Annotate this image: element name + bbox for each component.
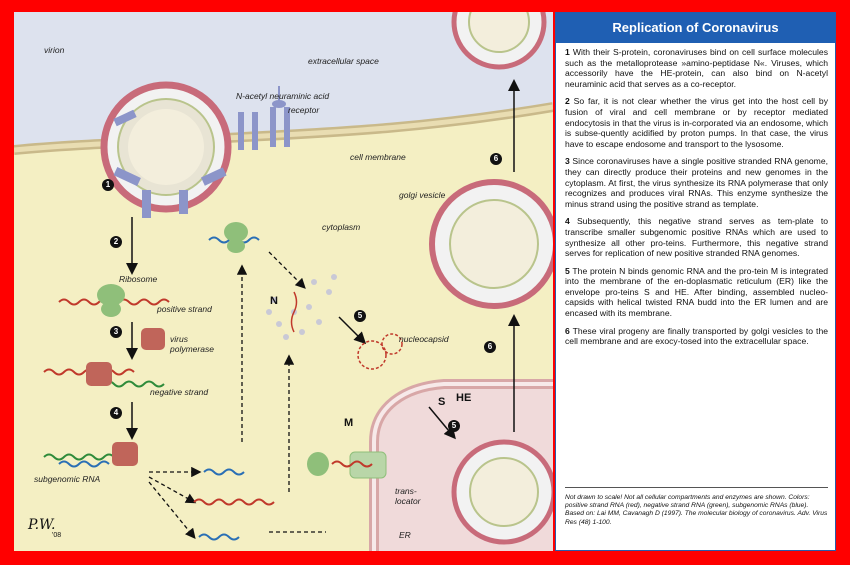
virion-top-left <box>100 81 232 218</box>
positive-strand-label: positive strand <box>157 304 212 314</box>
replication-diagram: virion extracellular space N-acetyl neur… <box>14 12 553 551</box>
diagram-artwork <box>14 12 553 551</box>
virion-label: virion <box>44 45 65 55</box>
negative-strand-label: negative strand <box>150 387 209 397</box>
receptor-group <box>238 86 290 150</box>
paragraph-1: 1 With their S-protein, coronaviruses bi… <box>565 47 828 89</box>
arrow-step-5-bud <box>428 406 456 440</box>
paragraph-text: Subsequently, this negative strand serve… <box>565 216 829 259</box>
signature-year: '08 <box>52 532 62 539</box>
step-marker-1: 1 <box>102 179 114 191</box>
cell-membrane-label: cell membrane <box>350 152 406 162</box>
paragraph-number: 3 <box>565 156 570 167</box>
paragraph-text: So far, it is not clear whether the viru… <box>565 96 828 149</box>
n-protein-label: N <box>270 295 278 307</box>
step-marker-6b: 6 <box>484 341 496 353</box>
artist-signature: P.W. <box>28 517 56 533</box>
panel-title: Replication of Coronavirus <box>556 13 835 43</box>
n-acetyl-label: N-acetyl neuraminic acid <box>236 91 330 101</box>
paragraph-6: 6 These viral progeny are finally transp… <box>565 326 828 347</box>
paragraph-number: 6 <box>565 325 570 336</box>
virion-budding <box>451 439 553 545</box>
paragraph-text: These viral progeny are finally transpor… <box>565 325 828 347</box>
paragraph-2: 2 So far, it is not clear whether the vi… <box>565 96 828 149</box>
paragraph-number: 5 <box>565 265 570 276</box>
explanation-panel: Replication of Coronavirus 1 With their … <box>555 12 836 551</box>
extracellular-space-label: extracellular space <box>308 56 379 66</box>
virus-polymerase-label: virus polymerase <box>170 334 214 354</box>
paragraph-text: Since coronaviruses have a single positi… <box>565 156 828 209</box>
footnote-reference: Based on: Lai MM, Cavanagh D (1997). The… <box>565 510 828 526</box>
subgenomic-rna-label: subgenomic RNA <box>34 474 101 484</box>
paragraph-number: 4 <box>565 216 570 227</box>
footnote-disclaimer: Not drawn to scale! Not all cellular com… <box>565 494 810 510</box>
step-marker-5b: 5 <box>448 420 460 432</box>
er-label: ER <box>399 530 411 540</box>
paragraph-text: With their S-protein, coronaviruses bind… <box>565 47 828 89</box>
m-protein-label: M <box>344 417 354 429</box>
ribosome-label: Ribosome <box>119 274 158 284</box>
step-marker-5a: 5 <box>354 310 366 322</box>
arrow-step-5 <box>338 316 367 345</box>
paragraph-number: 1 <box>565 47 570 57</box>
virion-exocytosed <box>451 12 547 70</box>
step-marker-4: 4 <box>110 407 122 419</box>
nucleocapsid-label: nucleocapsid <box>399 334 449 344</box>
receptor-label: receptor <box>288 105 320 115</box>
he-protein-label: HE <box>456 392 472 404</box>
paragraph-text: The protein N binds genomic RNA and the … <box>565 265 829 319</box>
paragraph-4: 4 Subsequently, this negative strand ser… <box>565 216 828 258</box>
step-marker-6a: 6 <box>490 153 502 165</box>
paragraph-3: 3 Since coronaviruses have a single posi… <box>565 156 828 209</box>
virion-golgi <box>429 179 553 309</box>
step-marker-3: 3 <box>110 326 122 338</box>
s-protein-label: S <box>438 396 446 408</box>
translocator-label: trans- locator <box>395 486 421 506</box>
golgi-vesicle-label: golgi vesicle <box>399 190 446 200</box>
step-marker-2: 2 <box>110 236 122 248</box>
footnotes: Not drawn to scale! Not all cellular com… <box>565 487 828 527</box>
paragraph-number: 2 <box>565 96 570 107</box>
paragraph-5: 5 The protein N binds genomic RNA and th… <box>565 266 828 319</box>
cytoplasm-label: cytoplasm <box>322 222 361 232</box>
paragraph-list: 1 With their S-protein, coronaviruses bi… <box>565 47 828 354</box>
